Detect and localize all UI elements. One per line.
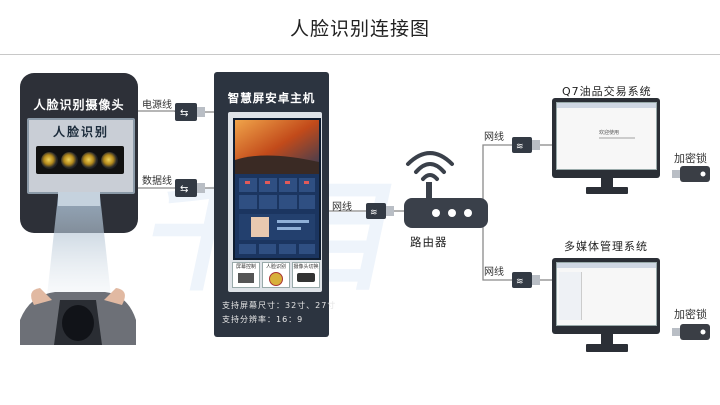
ethernet-connector-icon: ≋ <box>366 203 394 219</box>
pc-top-title: Q7油品交易系统 <box>562 85 652 98</box>
network-cable-label: 网线 <box>332 202 352 213</box>
svg-text:⇆: ⇆ <box>180 184 188 195</box>
face-recognition-tile: 人脸识别 <box>262 262 290 288</box>
person-icon <box>20 288 136 345</box>
camera-icon <box>297 273 315 282</box>
tile-label: 摄像头切换 <box>293 264 319 270</box>
router-pc-bottom-cable <box>482 211 512 281</box>
dongle-top-label: 加密锁 <box>674 152 707 165</box>
screen-icon <box>238 273 254 283</box>
router-pc-top-cable <box>482 144 512 211</box>
data-cable-label: 数据线 <box>142 176 172 187</box>
svg-text:≋: ≋ <box>516 142 524 152</box>
pc-top-screen-text: 欢迎使用 <box>599 130 620 136</box>
usb-dongle-icon <box>672 324 710 340</box>
tile-label: 屏幕控制 <box>235 264 256 270</box>
camera-title: 人脸识别摄像头 <box>33 98 125 112</box>
pc-bottom-screen <box>556 262 657 326</box>
usb-connector-icon: ⇆ <box>175 179 205 197</box>
camera-beam <box>46 196 112 305</box>
ethernet-connector-icon: ≋ <box>512 137 540 153</box>
power-cable-label: 电源线 <box>142 100 172 111</box>
router-device <box>404 151 488 228</box>
host-spec-ratio: 支持分辨率：16：9 <box>222 315 304 324</box>
host-screen-content <box>235 120 319 258</box>
svg-text:⇆: ⇆ <box>180 108 188 119</box>
tile-label: 人脸识别 <box>265 264 286 270</box>
svg-text:≋: ≋ <box>370 208 378 218</box>
camera-lens-icon <box>61 152 78 169</box>
network-cable-label-bottom: 网线 <box>484 267 504 278</box>
pc-top-stand <box>586 178 628 194</box>
svg-text:≋: ≋ <box>516 277 524 287</box>
host-screen <box>233 118 321 260</box>
pc-top-screen: 欢迎使用 <box>556 102 657 170</box>
pc-bottom-stand <box>586 334 628 352</box>
dongle-bottom-label: 加密锁 <box>674 308 707 321</box>
host-title: 智慧屏安卓主机 <box>227 91 316 105</box>
host-spec-size: 支持屏幕尺寸：32寸、27寸 <box>222 301 337 310</box>
camera-lens-icon <box>41 152 58 169</box>
usb-connector-icon: ⇆ <box>175 103 205 121</box>
camera-panel-label: 人脸识别 <box>52 125 109 139</box>
ethernet-connector-icon: ≋ <box>512 272 540 288</box>
camera-lens-icon <box>81 152 98 169</box>
pc-bottom-title: 多媒体管理系统 <box>564 240 648 253</box>
button-icon <box>269 272 283 286</box>
page-title: 人脸识别连接图 <box>289 18 430 40</box>
screen-control-tile: 屏幕控制 <box>232 262 260 288</box>
network-cable-label-top: 网线 <box>484 132 504 143</box>
usb-dongle-icon <box>672 166 710 182</box>
wifi-icon <box>406 151 454 181</box>
camera-switch-tile: 摄像头切换 <box>292 262 320 288</box>
router-label: 路由器 <box>410 235 448 249</box>
title-bar <box>0 0 720 55</box>
camera-lens-icon <box>101 152 118 169</box>
